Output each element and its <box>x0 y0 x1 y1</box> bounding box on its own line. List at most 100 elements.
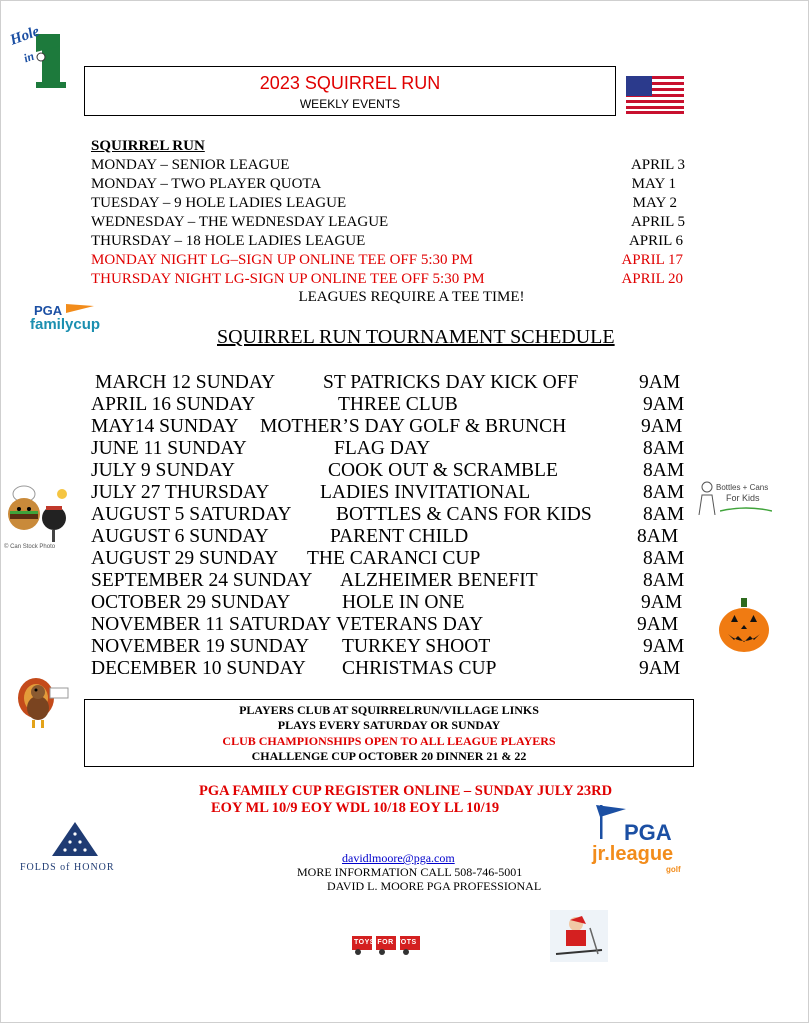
us-flag-icon <box>626 76 684 114</box>
pga-flag-icon <box>66 304 94 313</box>
schedule-time: 9AM <box>639 658 681 679</box>
league-row-name: MONDAY – SENIOR LEAGUE <box>91 157 290 173</box>
pumpkin-icon <box>718 598 770 654</box>
schedule-row: OCTOBER 29 SUNDAY HOLE IN ONE 9AM <box>0 592 809 614</box>
league-heading: SQUIRREL RUN <box>91 138 205 154</box>
pga-family-cup-logo: PGA familycup <box>30 303 120 337</box>
league-row-date: APRIL 3 <box>630 157 685 173</box>
kids-figure-icon <box>698 481 716 515</box>
bottles-cans-logo: Bottles + Cans For Kids <box>696 479 776 517</box>
league-row-name: TUESDAY – 9 HOLE LADIES LEAGUE <box>91 195 347 211</box>
schedule-event: HOLE IN ONE <box>342 592 465 613</box>
folds-triangle-icon <box>52 822 98 856</box>
league-row-date: APRIL 5 <box>630 214 685 230</box>
schedule-time: 9AM <box>643 636 685 657</box>
schedule-row: APRIL 16 SUNDAY THREE CLUB 9AM <box>0 394 809 416</box>
schedule-row: AUGUST 6 SUNDAY PARENT CHILD 8AM <box>0 526 809 548</box>
burger-chef-icon <box>8 485 67 542</box>
schedule-date: SEPTEMBER 24 SUNDAY <box>91 570 313 591</box>
hole-in-one-graphic <box>36 34 66 88</box>
players-club-line: CLUB CHAMPIONSHIPS OPEN TO ALL LEAGUE PL… <box>222 734 556 748</box>
league-row: MONDAY – SENIOR LEAGUE APRIL 3 <box>91 157 686 176</box>
schedule-event: FLAG DAY <box>334 438 431 459</box>
chef-burger-clipart: © Can Stock Photo <box>2 484 74 554</box>
schedule-date: AUGUST 5 SATURDAY <box>91 504 292 525</box>
schedule-date: OCTOBER 29 SUNDAY <box>91 592 291 613</box>
league-row-date: MAY 2 <box>632 195 677 211</box>
bottles-cans-text: Bottles + Cans <box>716 483 769 492</box>
turkey-icon <box>18 678 69 728</box>
schedule-row: MAY14 SUNDAY MOTHER’S DAY GOLF & BRUNCH … <box>0 416 809 438</box>
schedule-event: BOTTLES & CANS FOR KIDS <box>336 504 592 525</box>
schedule-time: 9AM <box>637 614 679 635</box>
schedule-row: JULY 27 THURSDAY LADIES INVITATIONAL 8AM <box>0 482 809 504</box>
eoy-schedule: EOY ML 10/9 EOY WDL 10/18 EOY LL 10/19 <box>211 800 500 816</box>
players-club-line: CHALLENGE CUP OCTOBER 20 DINNER 21 & 22 <box>251 749 527 763</box>
schedule-event: CHRISTMAS CUP <box>342 658 497 679</box>
league-note: LEAGUES REQUIRE A TEE TIME! <box>0 289 809 306</box>
schedule-row: AUGUST 29 SUNDAY THE CARANCI CUP 8AM <box>0 548 809 570</box>
contact-name: DAVID L. MOORE PGA PROFESSIONAL <box>327 879 542 893</box>
league-row-name: THURSDAY NIGHT LG-SIGN UP ONLINE TEE OFF… <box>91 271 485 287</box>
schedule-date: MARCH 12 SUNDAY <box>95 372 276 393</box>
schedule-time: 9AM <box>641 592 683 613</box>
tournament-heading: SQUIRREL RUN TOURNAMENT SCHEDULE <box>217 326 615 348</box>
schedule-event: VETERANS DAY <box>336 614 484 635</box>
for-kids-text: For Kids <box>726 493 760 503</box>
santa-skiing-clipart <box>550 910 608 962</box>
schedule-date: JULY 9 SUNDAY <box>91 460 235 481</box>
schedule-time: 9AM <box>639 372 681 393</box>
schedule-date: MAY14 SUNDAY <box>91 416 239 437</box>
league-row: MONDAY NIGHT LG–SIGN UP ONLINE TEE OFF 5… <box>91 252 686 271</box>
league-row: WEDNESDAY – THE WEDNESDAY LEAGUE APRIL 5 <box>91 214 686 233</box>
schedule-date: APRIL 16 SUNDAY <box>91 394 256 415</box>
jr-league-text: jr.league <box>592 843 674 865</box>
league-row: MONDAY – TWO PLAYER QUOTA MAY 1 <box>91 176 686 195</box>
league-row-date: APRIL 6 <box>628 233 683 249</box>
schedule-date: AUGUST 6 SUNDAY <box>91 526 269 547</box>
schedule-time: 8AM <box>637 526 679 547</box>
pga-family-cup-pga-text: PGA <box>34 303 63 318</box>
schedule-row: JUNE 11 SUNDAY FLAG DAY 8AM <box>0 438 809 460</box>
folds-of-honor-text: FOLDS of HONOR <box>20 862 115 873</box>
players-club-line: PLAYERS CLUB AT SQUIRRELRUN/VILLAGE LINK… <box>239 703 539 717</box>
page-subtitle: WEEKLY EVENTS <box>299 97 401 111</box>
toys-for-tots-text: TOYS FOR TOTS <box>354 939 417 946</box>
schedule-time: 8AM <box>643 460 685 481</box>
schedule-date: NOVEMBER 19 SUNDAY <box>91 636 310 657</box>
schedule-time: 8AM <box>643 570 685 591</box>
league-row: TUESDAY – 9 HOLE LADIES LEAGUE MAY 2 <box>91 195 686 214</box>
players-club-line: PLAYS EVERY SATURDAY OR SUNDAY <box>277 718 501 732</box>
jr-golf-text: golf <box>666 865 681 874</box>
league-row-date: MAY 1 <box>631 176 676 192</box>
schedule-time: 9AM <box>641 416 683 437</box>
league-row-name: THURSDAY – 18 HOLE LADIES LEAGUE <box>91 233 366 249</box>
schedule-date: JULY 27 THURSDAY <box>91 482 270 503</box>
players-club-box: PLAYERS CLUB AT SQUIRRELRUN/VILLAGE LINK… <box>84 699 694 767</box>
schedule-row: NOVEMBER 11 SATURDAY VETERANS DAY 9AM <box>0 614 809 636</box>
schedule-row: AUGUST 5 SATURDAY BOTTLES & CANS FOR KID… <box>0 504 809 526</box>
toys-for-tots-logo: TOYS FOR TOTS <box>352 934 422 956</box>
schedule-time: 8AM <box>643 482 685 503</box>
schedule-event: ALZHEIMER BENEFIT <box>340 570 538 591</box>
email-link[interactable]: davidlmoore@pga.com <box>342 851 455 865</box>
schedule-event: COOK OUT & SCRAMBLE <box>328 460 558 481</box>
page-title: 2023 SQUIRREL RUN <box>259 73 441 93</box>
toy-train-icon <box>352 936 420 955</box>
schedule-event: THREE CLUB <box>338 394 458 415</box>
schedule-row: DECEMBER 10 SUNDAY CHRISTMAS CUP 9AM <box>0 658 809 680</box>
schedule-date: JUNE 11 SUNDAY <box>91 438 247 459</box>
league-row: THURSDAY – 18 HOLE LADIES LEAGUE APRIL 6 <box>91 233 686 252</box>
schedule-row: NOVEMBER 19 SUNDAY TURKEY SHOOT 9AM <box>0 636 809 658</box>
family-cup-promo: PGA FAMILY CUP REGISTER ONLINE – SUNDAY … <box>199 783 613 799</box>
schedule-row: JULY 9 SUNDAY COOK OUT & SCRAMBLE 8AM <box>0 460 809 482</box>
league-row-name: MONDAY – TWO PLAYER QUOTA <box>91 176 322 192</box>
hole-in-one-logo: Hole in 1 <box>8 23 72 90</box>
league-row-date: APRIL 17 <box>621 252 683 268</box>
league-row-date: APRIL 20 <box>621 271 683 287</box>
schedule-date: DECEMBER 10 SUNDAY <box>91 658 306 679</box>
schedule-time: 9AM <box>643 394 685 415</box>
schedule-event: TURKEY SHOOT <box>342 636 491 657</box>
photo-credit: © Can Stock Photo <box>4 544 56 550</box>
schedule-event: PARENT CHILD <box>330 526 469 547</box>
